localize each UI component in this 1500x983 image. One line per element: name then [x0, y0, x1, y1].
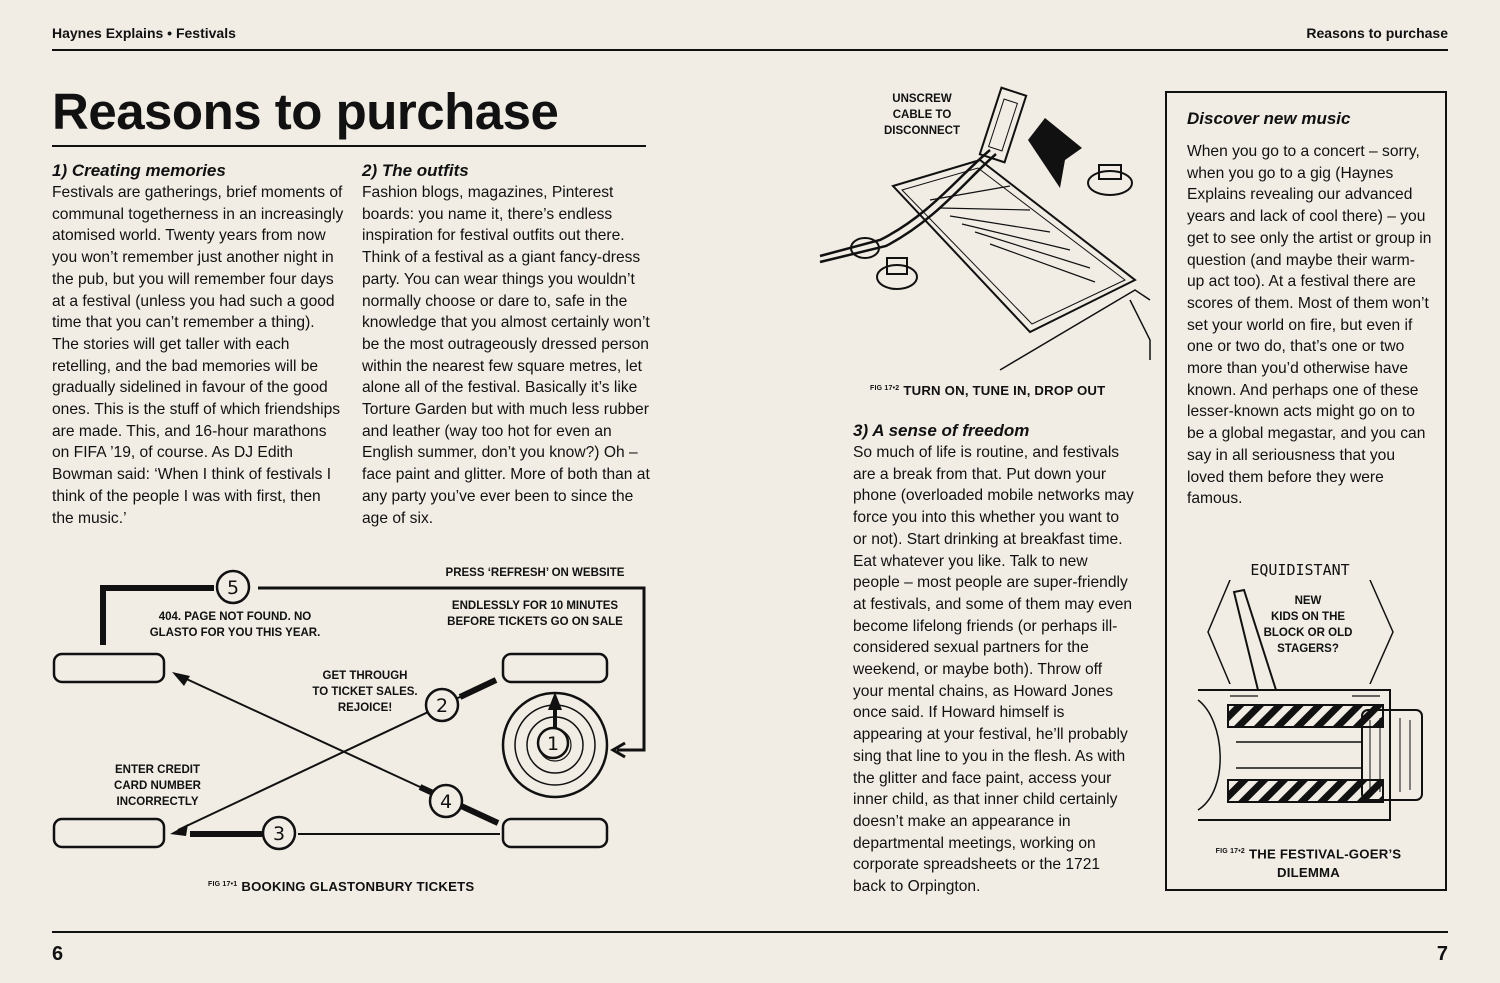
section-body: Festivals are gatherings, brief moments …: [52, 184, 344, 527]
title-rule: [52, 145, 646, 147]
page-number-left: 6: [52, 943, 64, 965]
step-5-label: 5: [227, 577, 239, 599]
running-header-right: Reasons to purchase: [1306, 25, 1448, 41]
sidebar-heading: Discover new music: [1187, 109, 1351, 128]
section-heading: 3) A sense of freedom: [853, 421, 1030, 440]
section-creating-memories: 1) Creating memories Festivals are gathe…: [52, 160, 344, 529]
section-sense-of-freedom: 3) A sense of freedom So much of life is…: [853, 420, 1135, 898]
section-body: So much of life is routine, and festival…: [853, 444, 1134, 896]
header-rule: [52, 49, 1448, 51]
section-discover-new-music: Discover new music When you go to a conc…: [1187, 108, 1432, 510]
note-refresh: PRESS ‘REFRESH’ ON WEBSITE: [445, 567, 625, 579]
sidebar-body: When you go to a concert – sorry, when y…: [1187, 143, 1432, 508]
section-body: Fashion blogs, magazines, Pinterest boar…: [362, 184, 650, 527]
step-1-label: 1: [547, 733, 559, 755]
step-3-label: 3: [273, 823, 285, 845]
running-header-left: Haynes Explains • Festivals: [52, 25, 236, 41]
page-number-right: 7: [1436, 943, 1448, 965]
step-4-label: 4: [440, 791, 452, 813]
label-equidistant: EQUIDISTANT: [1250, 561, 1349, 579]
footer-rule: [52, 931, 1448, 933]
section-heading: 2) The outfits: [362, 161, 469, 180]
step-2-label: 2: [436, 695, 448, 717]
section-heading: 1) Creating memories: [52, 161, 226, 180]
sidebar-box: [1165, 91, 1447, 891]
page-title: Reasons to purchase: [52, 83, 559, 140]
section-the-outfits: 2) The outfits Fashion blogs, magazines,…: [362, 160, 658, 529]
